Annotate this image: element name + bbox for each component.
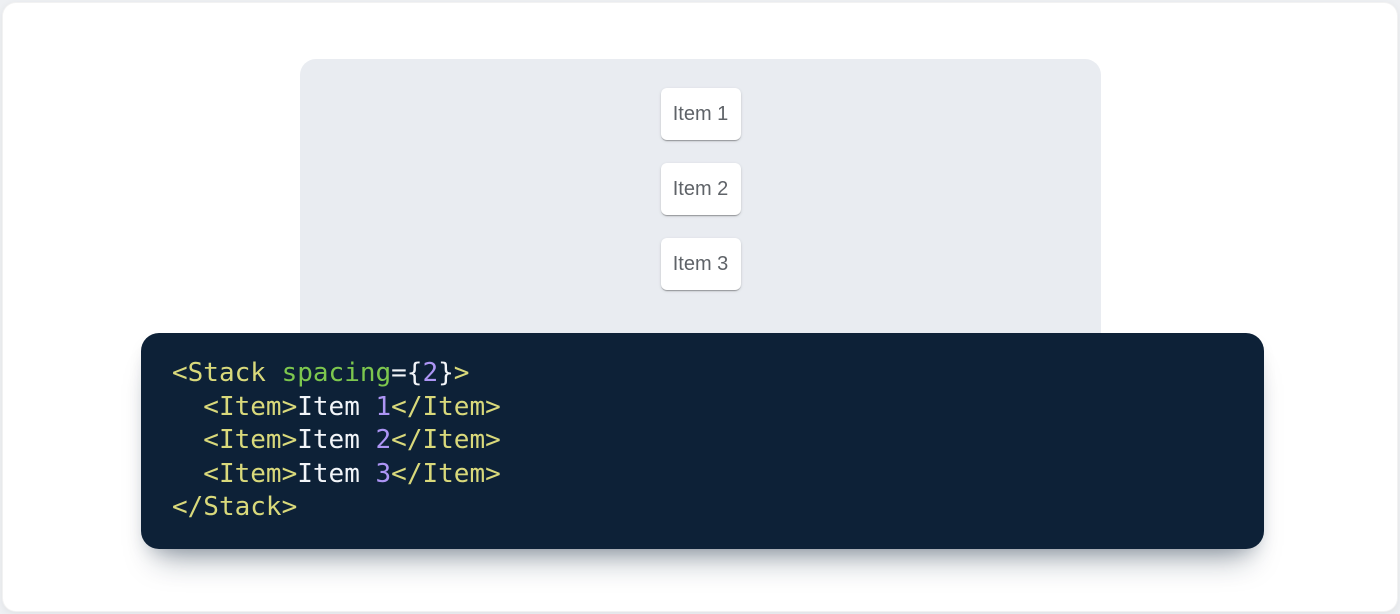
code-token: 3 [375, 458, 392, 489]
code-token: <Stack [172, 358, 282, 388]
item-card: Item 3 [660, 238, 741, 290]
code-token: 2 [422, 358, 439, 388]
code-token: > [453, 358, 470, 388]
item-card: Item 1 [660, 88, 741, 140]
item-card: Item 2 [660, 163, 741, 215]
code-token: </Item> [391, 425, 501, 456]
code-token: </Item> [391, 458, 501, 489]
item-card-label: Item 3 [672, 253, 729, 275]
item-card-label: Item 2 [672, 178, 729, 200]
code-snippet-block: <Stack spacing={2}> <Item>Item 1</Item> … [141, 333, 1264, 549]
code-token: 1 [375, 391, 392, 422]
code-token: <Item> [172, 391, 298, 422]
item-stack: Item 1 Item 2 Item 3 [300, 59, 1101, 290]
item-card-label: Item 1 [672, 103, 729, 125]
code-token: } [438, 358, 454, 388]
code-snippet: <Stack spacing={2}> <Item>Item 1</Item> … [141, 333, 1264, 549]
code-token: </Stack> [172, 492, 298, 523]
code-token: Item [297, 425, 376, 456]
code-token: Item [297, 458, 376, 489]
code-token: ={ [391, 358, 423, 388]
stack-demo-panel: Item 1 Item 2 Item 3 [300, 59, 1101, 362]
code-token: <Item> [172, 425, 298, 456]
code-token: Item [297, 391, 376, 422]
code-token: spacing [281, 358, 392, 388]
code-token: 2 [375, 425, 392, 456]
code-token: </Item> [391, 391, 501, 422]
code-token: <Item> [172, 458, 298, 489]
